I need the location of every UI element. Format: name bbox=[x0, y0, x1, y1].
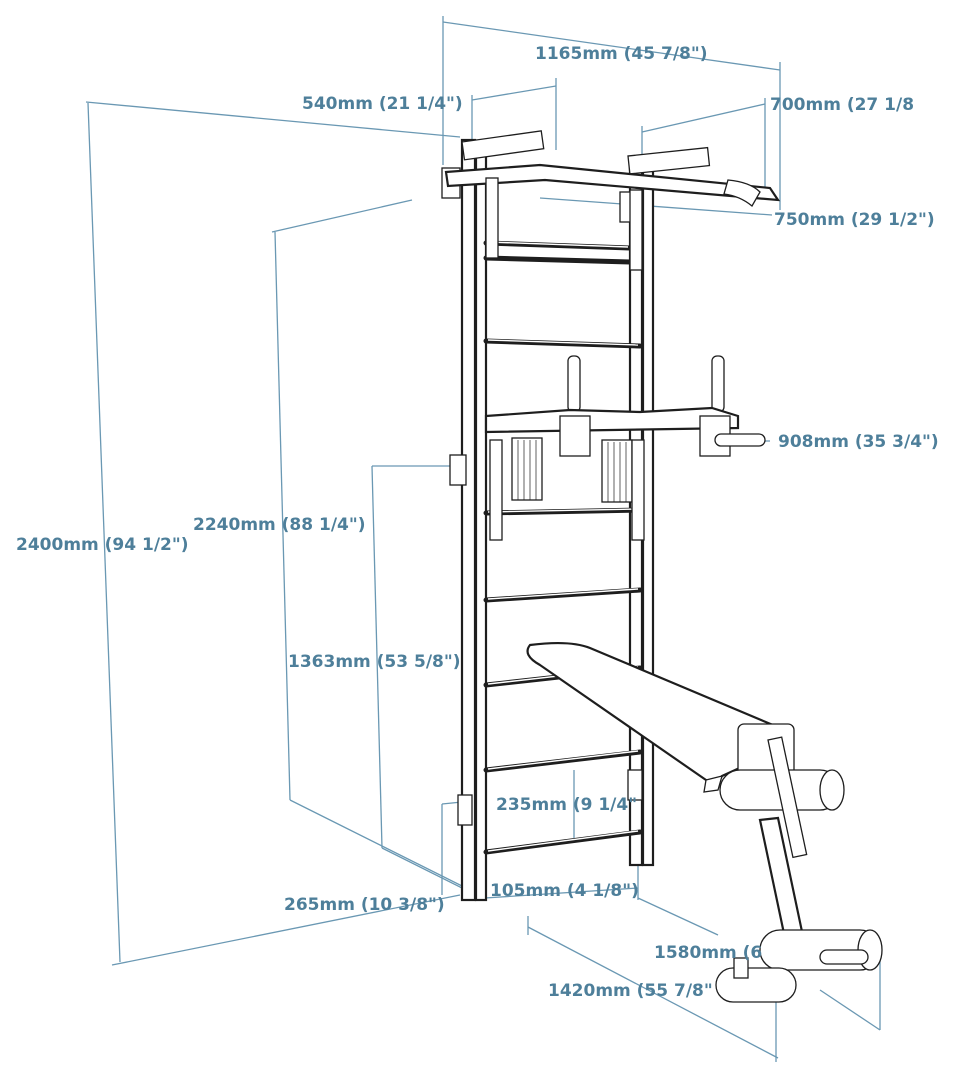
label-dip-depth: 908mm (35 3/4") bbox=[778, 432, 939, 452]
label-total-width: 1165mm (45 7/8") bbox=[535, 44, 708, 64]
pullup-bar bbox=[444, 130, 781, 271]
label-wall-bar-width: 540mm (21 1/4") bbox=[302, 94, 463, 114]
dimension-lines bbox=[85, 16, 881, 1062]
rungs bbox=[483, 240, 643, 855]
label-dip-height: 1363mm (53 5/8") bbox=[288, 652, 461, 672]
bench bbox=[526, 641, 883, 1003]
wall-bracket bbox=[449, 454, 467, 486]
label-bench-depth: 1420mm (55 7/8" bbox=[548, 981, 713, 1001]
wall-bracket bbox=[457, 794, 473, 826]
dip-station bbox=[484, 355, 766, 541]
dip-handle bbox=[711, 355, 725, 413]
label-total-height: 2400mm (94 1/2") bbox=[16, 535, 189, 555]
left-rail-inner bbox=[474, 148, 488, 902]
label-wall-clearance: 105mm (4 1/8") bbox=[490, 881, 639, 901]
dip-handle bbox=[567, 355, 581, 413]
storage-basket bbox=[511, 437, 543, 501]
label-pullup-height: 2240mm (88 1/4") bbox=[193, 515, 366, 535]
handle-grip bbox=[723, 179, 761, 207]
dimension-labels: 1165mm (45 7/8") 540mm (21 1/4") 700mm (… bbox=[16, 44, 939, 1001]
storage-basket bbox=[601, 439, 633, 503]
label-rung-spacing: 235mm (9 1/4" bbox=[496, 795, 637, 815]
label-pullup-width: 750mm (29 1/2") bbox=[774, 210, 935, 230]
wall-bracket bbox=[627, 769, 643, 801]
base-roller bbox=[715, 967, 797, 1003]
left-rail bbox=[460, 138, 477, 902]
label-pullup-depth: 700mm (27 1/8 bbox=[770, 95, 914, 115]
wall-bars bbox=[441, 138, 655, 902]
label-bench-length: 1580mm (6 bbox=[654, 943, 762, 963]
label-bottom-rung: 265mm (10 3/8") bbox=[284, 895, 445, 915]
